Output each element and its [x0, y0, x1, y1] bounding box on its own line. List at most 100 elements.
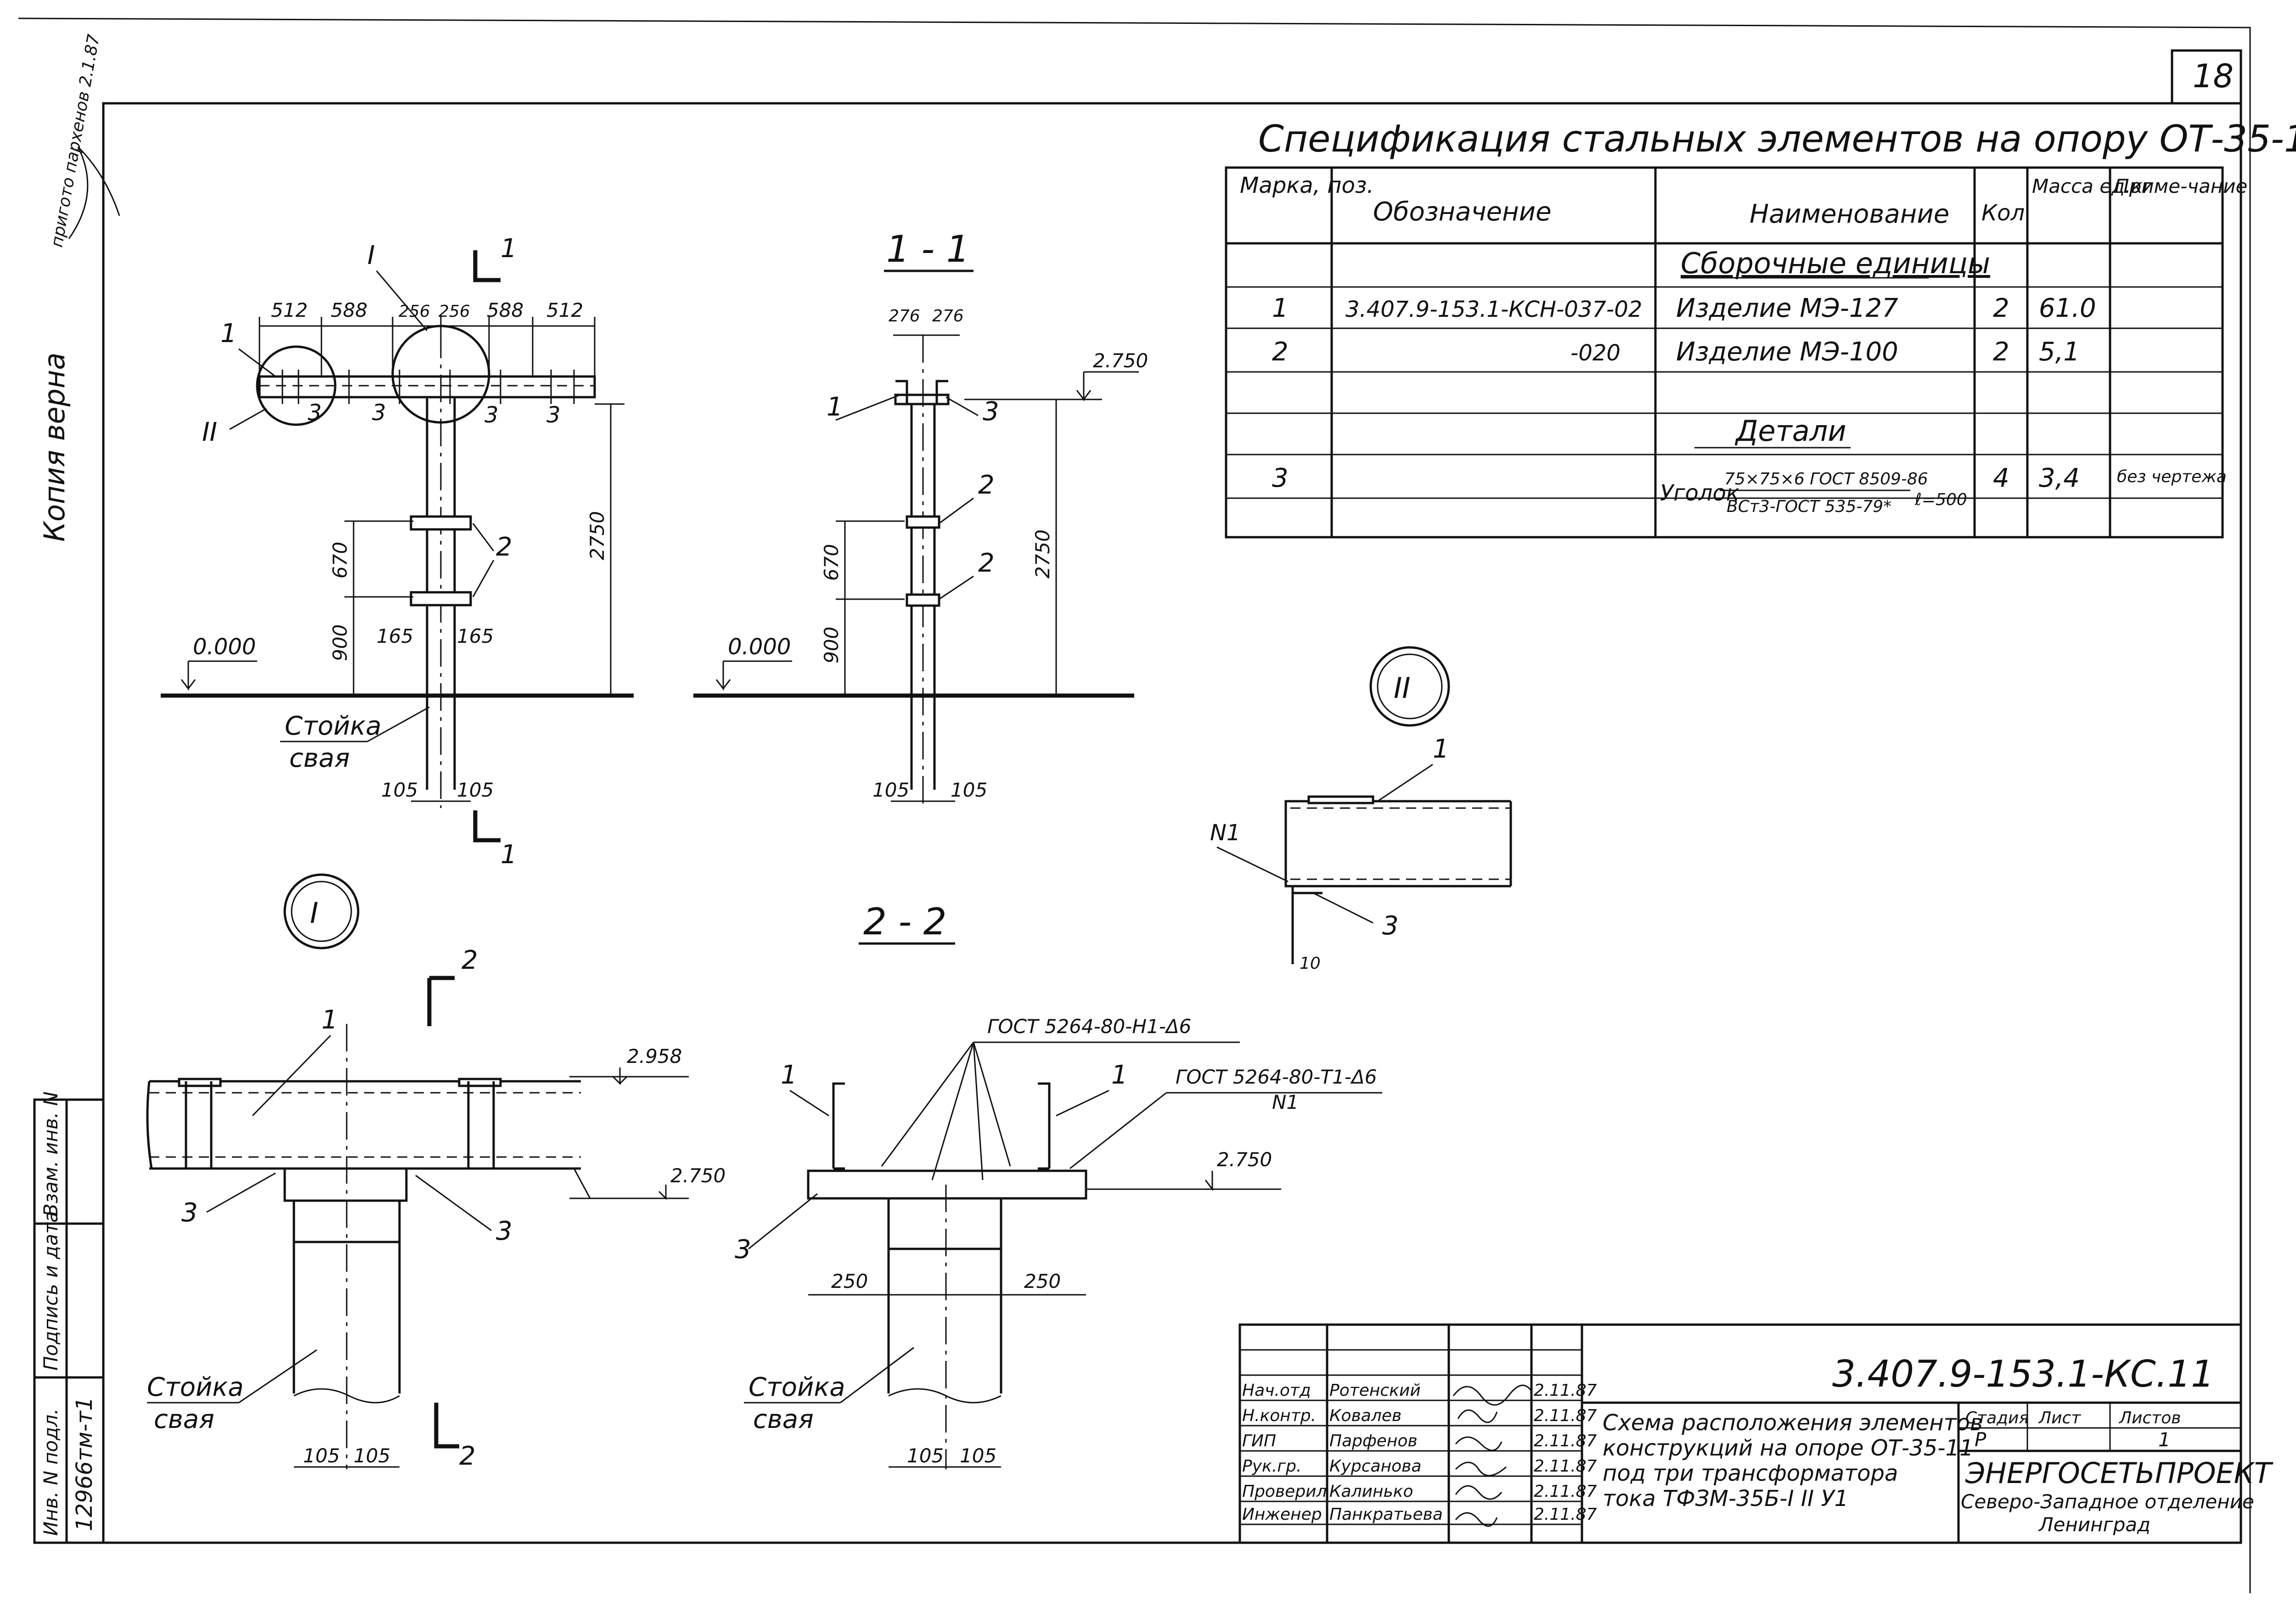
row1-mass: 61.0: [2039, 293, 2096, 323]
tb-date-1: 2.11.87: [1534, 1381, 1597, 1400]
s22-dim-250a: 250: [831, 1270, 868, 1292]
s11-dim-105a: 105: [872, 779, 909, 801]
sheet-number: 18: [2193, 57, 2234, 95]
tb-date-5: 2.11.87: [1534, 1482, 1597, 1501]
main-dim-105a: 105: [381, 779, 418, 801]
row2-pos: 2: [1272, 337, 1289, 367]
main-label-I: I: [367, 241, 375, 270]
section-1-1-view: 1 - 1 276 276 0.000 2.750 2750 670 900 1…: [693, 228, 1148, 808]
tb-org-3: Ленинград: [2038, 1513, 2150, 1536]
tb-role-3: ГИП: [1242, 1432, 1276, 1450]
s22-weld-2: ГОСТ 5264-80-Т1-Δ6: [1176, 1066, 1377, 1088]
specification-table: Спецификация стальных элементов на опору…: [1225, 118, 2296, 539]
detail-I-pos3b: 3: [496, 1216, 512, 1246]
tb-stage: Р: [1975, 1428, 1986, 1451]
spec-title: Спецификация стальных элементов на опору…: [1258, 118, 2296, 160]
s11-pos-2a: 2: [978, 470, 995, 500]
s11-level-2750: 2.750: [1093, 349, 1148, 372]
tb-sheet-label: Лист: [2038, 1409, 2081, 1427]
main-dim-900: 900: [329, 624, 351, 661]
tb-date-6: 2.11.87: [1534, 1505, 1597, 1524]
detail-I-pile: свая: [154, 1405, 214, 1434]
s22-weld-2-node: N1: [1272, 1091, 1299, 1113]
detail-I-label: I: [310, 896, 318, 930]
row2-mass: 5,1: [2039, 337, 2080, 367]
s11-dim-276a: 276: [889, 307, 920, 326]
tb-sheets-label: Листов: [2118, 1409, 2181, 1427]
row3-pos: 3: [1272, 463, 1289, 493]
main-pos-1: 1: [220, 319, 237, 348]
tb-role-2: Н.контр.: [1242, 1406, 1316, 1425]
hdr-pos: Марка, поз.: [1240, 173, 1374, 198]
tb-name-5: Калинько: [1329, 1482, 1413, 1501]
row3-qty: 4: [1993, 463, 2009, 493]
group-details: Детали: [1734, 414, 1846, 448]
detail-I-level-2750: 2.750: [670, 1164, 726, 1187]
main-pos-3d: 3: [546, 402, 561, 428]
signatures: [1452, 1384, 1532, 1527]
main-pos-3c: 3: [484, 402, 499, 428]
tb-desc-4: тока ТФЗМ-35Б-I II У1: [1603, 1486, 1848, 1511]
title-code: 3.407.9-153.1-КС.11: [1832, 1353, 2214, 1395]
tb-role-6: Инженер: [1242, 1505, 1322, 1524]
detail-I-dim-105b: 105: [354, 1444, 390, 1467]
s11-dim-2750: 2750: [1031, 529, 1054, 579]
tb-org-1: ЭНЕРГОСЕТЬПРОЕКТ: [1965, 1456, 2273, 1490]
tb-name-3: Парфенов: [1329, 1432, 1418, 1450]
row3-name-bottom: ВСт3-ГОСТ 535-79*: [1727, 497, 1891, 516]
hdr-designation: Обозначение: [1373, 197, 1552, 227]
main-dim-670: 670: [329, 542, 351, 579]
s11-dim-276b: 276: [932, 307, 964, 326]
s22-dim-105a: 105: [907, 1444, 944, 1467]
section-mark-1-bottom: 1: [501, 840, 517, 870]
row3-note: без чертежа: [2117, 467, 2227, 486]
tb-stage-label: Стадия: [1965, 1409, 2029, 1427]
tb-desc-3: под три трансформатора: [1603, 1461, 1898, 1486]
row3-mass: 3,4: [2039, 463, 2080, 493]
detail-II-pos1: 1: [1433, 734, 1449, 764]
detail-I-section-2-top: 2: [461, 945, 478, 975]
row1-pos: 1: [1272, 293, 1289, 323]
detail-I-view: I 2 2.958 2.750 1 3 3 Стойка свая: [146, 873, 726, 1471]
detail-II-node: N1: [1210, 820, 1240, 846]
s11-pos-2b: 2: [978, 548, 995, 578]
s11-pos-1: 1: [827, 392, 843, 422]
s22-dim-250b: 250: [1024, 1270, 1061, 1292]
main-pos-3a: 3: [308, 400, 322, 426]
tb-name-4: Курсанова: [1329, 1457, 1421, 1476]
row1-qty: 2: [1993, 293, 2009, 323]
tb-role-5: Проверил: [1242, 1482, 1327, 1501]
s22-level-2750: 2.750: [1217, 1148, 1272, 1171]
section-2-2-view: 2 - 2 250 250 105 105 ГОСТ 5264-80-Н1-Δ6…: [735, 900, 1382, 1469]
section-2-2-title: 2 - 2: [863, 900, 947, 943]
detail-II-circle: [256, 345, 337, 426]
stamp-field-2: Подпись и дата: [39, 1211, 62, 1371]
tb-sheets: 1: [2158, 1428, 2171, 1451]
s11-level-0: 0.000: [728, 634, 791, 660]
tb-desc-1: Схема расположения элементов: [1603, 1410, 1983, 1436]
stamp-field-3: Инв. N подл.: [39, 1409, 62, 1536]
detail-I-level-2958: 2.958: [627, 1045, 682, 1068]
dim-top-5: 588: [487, 299, 523, 321]
detail-I-dim-105a: 105: [303, 1444, 340, 1467]
stamp-inv-number: 12966тм-т1: [72, 1397, 97, 1531]
tb-org-2: Северо-Западное отделение: [1961, 1490, 2254, 1513]
main-dim-105b: 105: [457, 779, 494, 801]
s22-pos1b: 1: [1111, 1060, 1128, 1090]
tb-date-3: 2.11.87: [1534, 1432, 1597, 1450]
margin-note-2: пригото пархенов 2.1.87: [47, 33, 103, 249]
detail-II-pos3: 3: [1382, 911, 1399, 941]
row3-name-top: 75×75×6 ГОСТ 8509-86: [1724, 470, 1928, 489]
s11-dim-105b: 105: [951, 779, 987, 801]
hdr-mass: Масса ед.кг: [2032, 175, 2153, 197]
tb-role-1: Нач.отд: [1242, 1381, 1311, 1400]
group-assembly: Сборочные единицы: [1681, 247, 1990, 280]
s22-dim-105b: 105: [960, 1444, 996, 1467]
row2-designation: -020: [1570, 340, 1621, 366]
row3-length: ℓ=500: [1914, 490, 1967, 509]
dim-top-2: 588: [331, 299, 367, 321]
row1-name: Изделие МЭ-127: [1676, 293, 1898, 323]
s22-pos3: 3: [735, 1235, 751, 1264]
dim-top-4: 256: [439, 302, 470, 321]
